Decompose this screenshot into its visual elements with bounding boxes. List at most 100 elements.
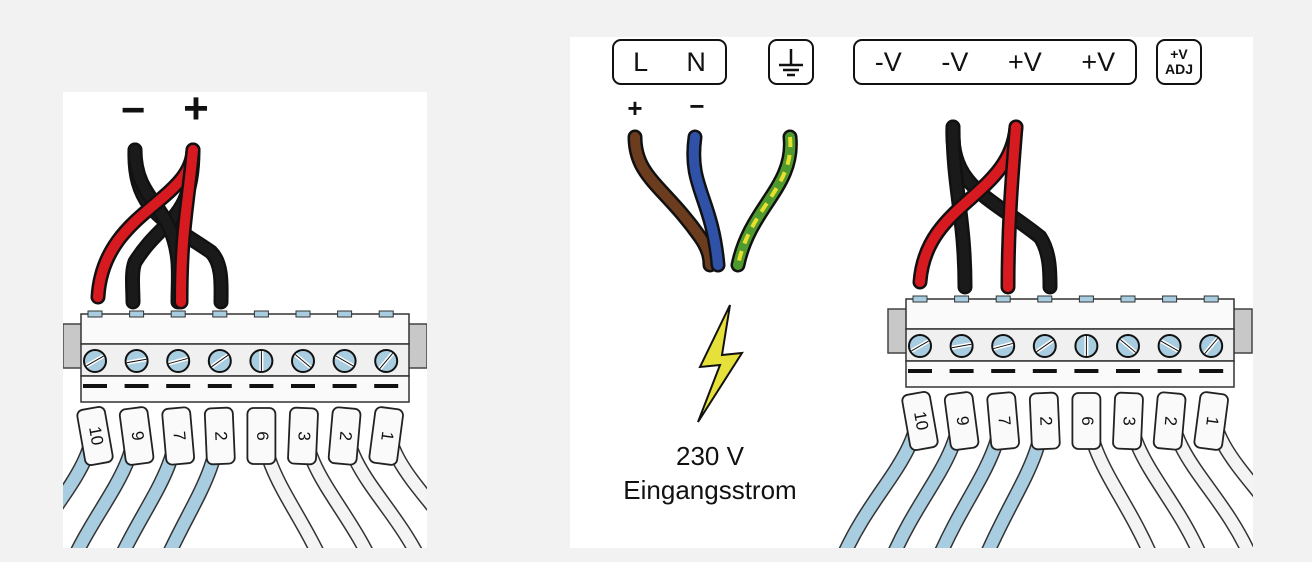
- right-block-tab-left: [887, 308, 909, 354]
- left-block-mark-1: [124, 384, 149, 388]
- minus-label: −: [120, 92, 146, 133]
- adj-label-top: +V: [1170, 46, 1188, 62]
- left-block-entry-3: [212, 310, 228, 318]
- label-n: N: [686, 46, 706, 77]
- right-block-mark-4: [1074, 369, 1099, 373]
- right-block-entry-1: [954, 295, 970, 303]
- right-block-tag-4: [1071, 392, 1102, 450]
- left-block-mark-3: [207, 384, 232, 388]
- right-panel: 10 9 7 2 6 3 2 1 L N -V -V +V +V +V ADJ + − 230…: [570, 37, 1253, 548]
- right-block-mark-6: [1157, 369, 1182, 373]
- adj-label-bottom: ADJ: [1164, 61, 1193, 77]
- left-block-tag-group-2: 7: [161, 406, 195, 466]
- left-block-screw-6-slot-line: [335, 355, 354, 367]
- right-block-mark-5: [1116, 369, 1140, 373]
- left-block-tag-number-0: 10: [85, 425, 107, 447]
- left-block-tag-number-4: 6: [253, 431, 272, 440]
- wire-minus-label: −: [689, 91, 705, 121]
- left-block-entry-7: [378, 310, 394, 318]
- label-minus-v-1: -V: [874, 46, 902, 77]
- right-block-mark-0: [908, 369, 932, 373]
- label-plus-v-2: +V: [1081, 46, 1116, 77]
- left-block-screw-2-slot-line: [168, 357, 188, 365]
- right-block-tag-3: [1028, 391, 1061, 451]
- left-block-entry-4: [253, 310, 269, 318]
- left-block-mark-5: [291, 384, 315, 388]
- input-caption: 230 V Eingangsstrom: [590, 439, 830, 507]
- left-block-tag-7: [368, 406, 404, 466]
- caption-voltage: 230 V: [676, 441, 744, 471]
- left-block-entry-6: [337, 310, 353, 318]
- brown-wire: [630, 132, 715, 270]
- wire-plus-label: +: [627, 93, 643, 123]
- ground-icon: [779, 49, 803, 77]
- right-block-screw-3-slot-line: [1036, 339, 1054, 353]
- right-block-entry-5: [1120, 295, 1136, 303]
- left-block-tag-group-4: 6: [246, 407, 277, 465]
- right-block-mark-2: [991, 369, 1016, 373]
- right-block-tag-group-5: 3: [1112, 391, 1144, 451]
- right-block-mark-7: [1199, 369, 1224, 373]
- left-block-tag-number-3: 2: [211, 431, 230, 441]
- ground-label-box: [768, 39, 814, 85]
- left-block-tag-0: [76, 406, 114, 466]
- right-block-entry-4: [1078, 295, 1094, 303]
- right-block-entry-7: [1203, 295, 1219, 303]
- right-block-entry-2: [995, 295, 1011, 303]
- right-block-tag-number-3: 2: [1036, 416, 1055, 426]
- right-block-tag-group-7: 1: [1193, 391, 1229, 451]
- left-block-tag-2: [161, 406, 195, 466]
- left-block-mark-4: [249, 384, 274, 388]
- right-block-entry-3: [1037, 295, 1053, 303]
- left-block-tag-group-5: 3: [287, 406, 319, 466]
- label-plus-v-1: +V: [1008, 46, 1042, 77]
- left-block-tag-number-5: 3: [294, 431, 313, 441]
- right-block-screw-1-slot-line: [951, 343, 972, 349]
- left-block-tag-group-6: 2: [327, 406, 362, 466]
- right-block-screw-0-slot-line: [911, 340, 929, 352]
- right-block-tag-5: [1112, 391, 1144, 451]
- right-block-tag-number-0: 10: [910, 410, 932, 432]
- right-block-mark-1: [949, 369, 974, 373]
- green-yellow-wire: [733, 132, 796, 270]
- caption-text: Eingangsstrom: [623, 475, 797, 505]
- right-block-screw-5-slot-line: [1120, 339, 1136, 353]
- output-label-box: -V -V +V +V: [853, 39, 1137, 85]
- right-block-housing-front: [905, 360, 1235, 388]
- left-block-tab-left: [63, 323, 84, 369]
- left-block-tag-group-3: 2: [203, 406, 236, 466]
- left-block-tag-group-7: 1: [368, 406, 404, 466]
- right-block-tag-number-6: 2: [1161, 416, 1181, 427]
- left-block-entry-0: [87, 310, 103, 318]
- right-block-screw-2-slot-line: [993, 342, 1013, 350]
- left-block-tag-number-7: 1: [377, 430, 397, 442]
- right-block-tag-group-3: 2: [1028, 391, 1061, 451]
- right-block-entry-6: [1162, 295, 1178, 303]
- left-block-entry-1: [129, 310, 145, 318]
- lightning-icon: [697, 304, 744, 423]
- right-block-tag-number-1: 9: [953, 415, 973, 427]
- right-red-wire-b: [1003, 122, 1021, 292]
- left-block-screw-5-slot-line: [295, 354, 311, 368]
- left-block-tag-1: [118, 406, 155, 466]
- right-block-tag-number-2: 7: [994, 415, 1014, 426]
- right-block-tag-6: [1152, 391, 1187, 451]
- right-block-tab-right: [1231, 308, 1253, 354]
- right-connector-diagram: 10 9 7 2 6 3 2 1: [627, 119, 1253, 548]
- mains-label-box: L N: [612, 39, 727, 85]
- left-block-tag-6: [327, 406, 362, 466]
- left-block-housing-top: [80, 313, 410, 345]
- label-l: L: [633, 46, 649, 77]
- right-block-tag-number-5: 3: [1119, 416, 1138, 426]
- right-block-tag-2: [986, 391, 1020, 451]
- left-block-tag-5: [287, 406, 319, 466]
- left-block-mark-0: [83, 384, 107, 388]
- right-block-tag-group-0: 10: [901, 391, 939, 451]
- plus-label: +: [183, 92, 209, 133]
- right-block-tag-0: [901, 391, 939, 451]
- left-block-screw-7-slot-line: [379, 353, 393, 369]
- right-block-tag-number-4: 6: [1078, 416, 1097, 425]
- right-block-entry-0: [912, 295, 928, 303]
